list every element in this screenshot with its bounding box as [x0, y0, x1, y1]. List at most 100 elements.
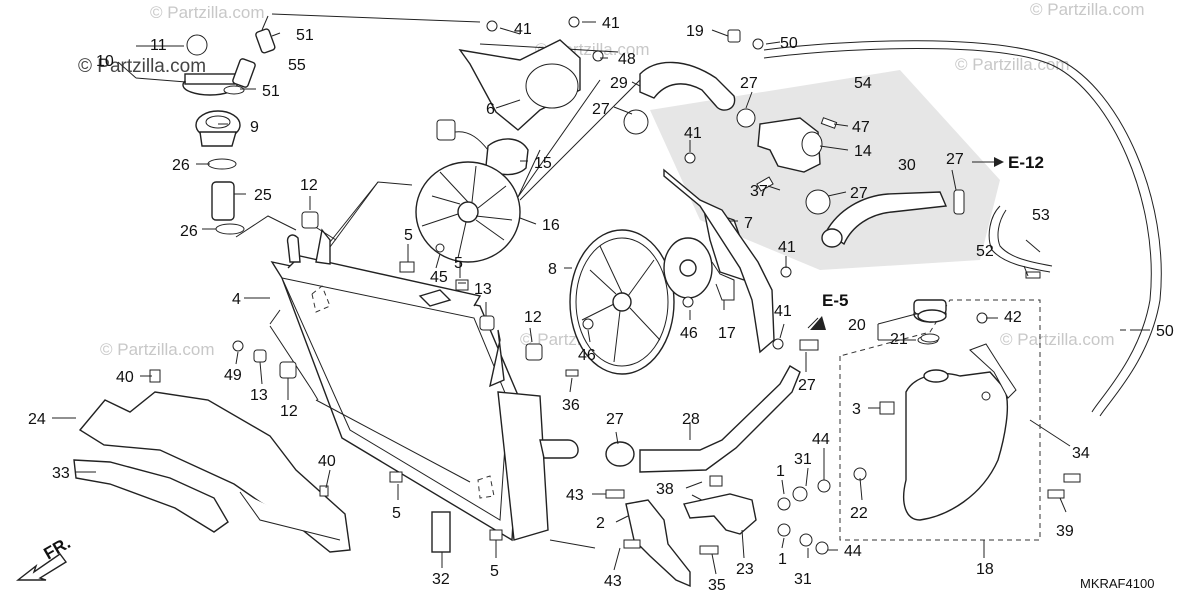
callout-label: 50: [780, 35, 798, 52]
callout-label: 51: [296, 27, 314, 44]
callout-label: 52: [976, 243, 994, 260]
bracket-23: [683, 493, 757, 535]
callout-label: 51: [262, 83, 280, 100]
fan-blade-16: [415, 161, 521, 263]
callout-label: 5: [454, 255, 463, 272]
callout-label: 43: [566, 487, 584, 504]
watermark: © Partzilla.com: [150, 3, 265, 22]
ref-arrows: [810, 157, 1004, 330]
callout-label: 44: [812, 431, 830, 448]
callout-label: 37: [750, 183, 768, 200]
overflow-hose-54: [763, 40, 1162, 417]
callout-label: 48: [618, 51, 636, 68]
callout-label: 50: [1156, 323, 1174, 340]
callout-label: 18: [976, 561, 994, 578]
callout-label: 35: [708, 577, 726, 594]
reserve-tank: [839, 299, 1041, 541]
radiator-body: [270, 228, 579, 542]
callout-label: 43: [604, 573, 622, 590]
bracket-2: [625, 499, 691, 588]
callout-label: 42: [1004, 309, 1022, 326]
callout-label: 41: [602, 15, 620, 32]
small-part-32: [431, 511, 451, 553]
callout-label: 53: [1032, 207, 1050, 224]
callout-label: 24: [28, 411, 46, 428]
callout-label: 13: [474, 281, 492, 298]
fan-blade-8: [569, 229, 675, 375]
callout-label: 15: [534, 155, 552, 172]
watermark: © Partzilla.com: [955, 55, 1070, 74]
fan-motor-15: [436, 119, 529, 176]
callout-label: 12: [300, 177, 318, 194]
callout-label: 40: [116, 369, 134, 386]
callout-label: 46: [578, 347, 596, 364]
callout-label: 49: [224, 367, 242, 384]
callout-label: 41: [778, 239, 796, 256]
callout-label: 25: [254, 187, 272, 204]
callout-label: 27: [606, 411, 624, 428]
callout-label: 12: [524, 309, 542, 326]
callout-label: 2: [596, 515, 605, 532]
direction-label: FR.: [41, 533, 74, 563]
callout-label: 17: [718, 325, 736, 342]
callout-label: 3: [852, 401, 861, 418]
hose-30: [821, 191, 948, 248]
callout-label: 10: [96, 53, 114, 70]
callout-label: 5: [404, 227, 413, 244]
callout-label: 7: [744, 215, 753, 232]
callout-label: 26: [180, 223, 198, 240]
watermark: © Partzilla.com: [100, 340, 215, 359]
callout-label: 46: [680, 325, 698, 342]
callout-label: 20: [848, 317, 866, 334]
callout-label: 22: [850, 505, 868, 522]
callout-label: 27: [850, 185, 868, 202]
callout-label: 5: [392, 505, 401, 522]
watermark: © Partzilla.com: [1030, 0, 1145, 19]
hose-28: [605, 365, 801, 473]
radiator-cap-assembly: [182, 28, 276, 235]
reference-e12: E-12: [1008, 153, 1044, 172]
callout-label: 27: [592, 101, 610, 118]
leader-lines: [52, 21, 1150, 575]
callout-label: 26: [172, 157, 190, 174]
callout-label: 41: [684, 125, 702, 142]
callout-label: 4: [232, 291, 241, 308]
callout-label: 6: [486, 101, 495, 118]
callout-label: 27: [946, 151, 964, 168]
hose-53: [988, 205, 1053, 273]
callout-label: 39: [1056, 523, 1074, 540]
callout-label: 36: [562, 397, 580, 414]
callout-label: 12: [280, 403, 298, 420]
callout-label: 31: [794, 571, 812, 588]
fan-shroud-6: [458, 39, 581, 131]
fan-shroud-7: [663, 168, 775, 354]
callout-label: 55: [288, 57, 306, 74]
callout-label: 5: [490, 563, 499, 580]
callout-label: 1: [776, 463, 785, 480]
callout-label: 41: [774, 303, 792, 320]
callout-label: 14: [854, 143, 872, 160]
fasteners: [149, 16, 1081, 555]
callout-label: 8: [548, 261, 557, 278]
hose-29: [639, 61, 736, 111]
callout-label: 44: [844, 543, 862, 560]
callout-label: 29: [610, 75, 628, 92]
callout-label: 21: [890, 331, 908, 348]
callout-label: 16: [542, 217, 560, 234]
watermark-main: © Partzilla.com: [78, 56, 206, 77]
callout-label: 9: [250, 119, 259, 136]
callout-label: 40: [318, 453, 336, 470]
callout-label: 33: [52, 465, 70, 482]
callout-label: 31: [794, 451, 812, 468]
callout-label: 32: [432, 571, 450, 588]
callout-label: 38: [656, 481, 674, 498]
callout-label: 11: [150, 37, 167, 54]
diagram-code: MKRAF4100: [1080, 576, 1154, 591]
callout-label: 13: [250, 387, 268, 404]
callout-label: 1: [778, 551, 787, 568]
callout-label: 30: [898, 157, 916, 174]
thermostat-14: [757, 117, 823, 173]
callouts: 11 10 51 55 51 9 26 25 26 12 4 41 41 48 …: [28, 15, 1174, 594]
callout-label: 23: [736, 561, 754, 578]
